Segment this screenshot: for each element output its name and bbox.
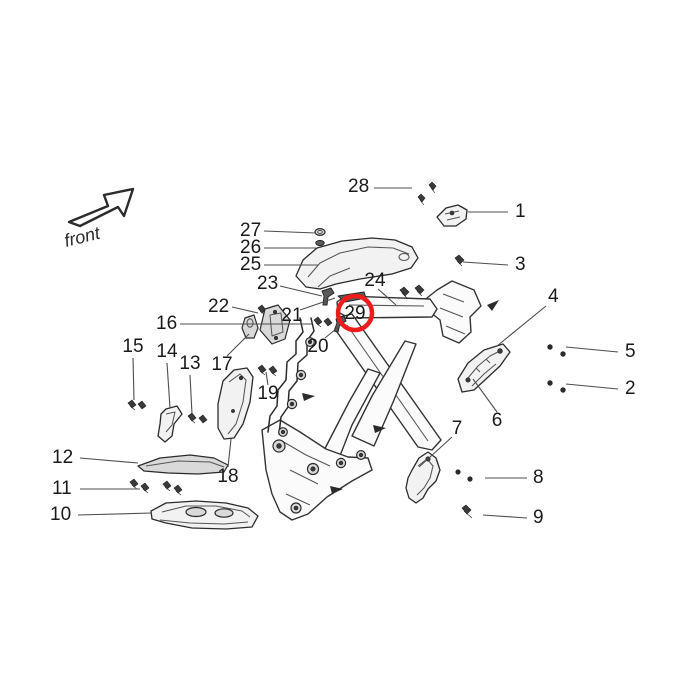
frame-head-tube-detail: [439, 293, 466, 335]
callout-label-27: 27: [240, 220, 261, 241]
callout-label-17: 17: [211, 354, 232, 375]
leader-line-15: [132, 357, 135, 401]
part-12-trim-strip: [137, 454, 229, 475]
front-label: front: [62, 223, 103, 251]
part-3-bolt: [454, 254, 465, 267]
part-11-bolts: [129, 478, 183, 496]
part-8-bolts: [455, 469, 473, 482]
callout-label-11: 11: [52, 478, 72, 499]
leader-line-3: [462, 261, 509, 266]
callout-label-15: 15: [122, 336, 143, 357]
callout-label-25: 25: [240, 254, 261, 275]
callout-label-8: 8: [533, 467, 544, 488]
callout-label-20: 20: [307, 336, 328, 357]
callout-label-22: 22: [208, 296, 229, 317]
leader-line-10: [77, 512, 153, 516]
leader-line-27: [263, 230, 317, 234]
leader-line-19: [265, 371, 269, 386]
frame-assembly: [261, 280, 499, 521]
highlight-label-29: 29: [344, 303, 365, 324]
highlight-circle-29: [335, 293, 375, 333]
part-25-cover: [295, 237, 419, 290]
frame-left-rail: [267, 317, 304, 433]
part-18-guard-panel: [217, 367, 254, 440]
callout-label-23: 23: [257, 273, 278, 294]
callout-label-14: 14: [156, 341, 178, 362]
leader-line-7: [418, 436, 453, 468]
frame-pivot-bosses: [272, 439, 367, 514]
frame-arrow-marker-3: [487, 300, 499, 311]
leader-line-4: [496, 305, 547, 347]
part-27-washer: [314, 228, 326, 237]
callout-label-4: 4: [548, 286, 559, 307]
frame-top-tube-detail: [348, 304, 425, 307]
part-24-bolts: [399, 284, 425, 299]
leader-line-20: [324, 323, 343, 339]
frame-side-panel: [351, 340, 417, 447]
leader-line-13: [189, 374, 193, 415]
leader-line-5: [565, 346, 619, 353]
leader-line-9: [482, 514, 528, 519]
part-9-bolt: [461, 504, 473, 519]
part-4-6-side-bracket: [457, 343, 511, 393]
callout-label-28: 28: [348, 176, 369, 197]
leader-line-23: [279, 285, 323, 297]
part-5-bolts: [547, 344, 566, 357]
frame-arrow-marker-4: [302, 393, 315, 401]
callout-label-12: 12: [52, 447, 73, 468]
part-15-bolts: [127, 399, 147, 411]
frame-lower-cradle-detail: [281, 440, 331, 506]
part-2-bolts: [547, 380, 566, 393]
callout-label-10: 10: [50, 504, 71, 525]
part-7-foot-bracket: [405, 451, 441, 504]
leader-line-24: [377, 288, 397, 306]
leader-line-14: [166, 362, 171, 409]
part-16-bolts: [313, 316, 333, 328]
part-14-bracket: [157, 405, 183, 443]
callout-label-13: 13: [179, 353, 200, 374]
part-17-mount-block: [241, 314, 259, 339]
part-19-bolts: [257, 364, 278, 377]
callout-label-26: 26: [240, 237, 261, 258]
leader-line-2: [565, 383, 619, 390]
leader-line-6: [472, 378, 498, 413]
frame-arrow-marker-1: [373, 425, 386, 433]
callout-label-19: 19: [257, 383, 278, 404]
part-28-bolts: [417, 181, 437, 206]
part-23-screw: [321, 287, 335, 306]
leader-line-12: [79, 457, 139, 464]
callout-label-18: 18: [217, 466, 238, 487]
part-10-cross-member: [150, 500, 259, 530]
leader-line-17: [226, 333, 250, 357]
arrow-up-right-icon: [67, 187, 135, 228]
callout-label-1: 1: [515, 201, 526, 222]
callout-label-5: 5: [625, 341, 636, 362]
front-orientation-marker: front: [62, 187, 135, 251]
part-13-bolts: [187, 412, 208, 424]
leader-line-21: [299, 297, 336, 311]
callout-label-2: 2: [625, 378, 636, 399]
callout-label-21: 21: [281, 305, 302, 326]
callout-label-16: 16: [156, 313, 177, 334]
callout-label-24: 24: [364, 270, 386, 291]
frame-arrow-marker-2: [330, 486, 343, 494]
part-1-bracket: [436, 204, 468, 227]
leader-line-22: [231, 306, 259, 314]
callout-label-7: 7: [452, 418, 463, 439]
callout-label-6: 6: [492, 410, 503, 431]
callout-label-9: 9: [533, 507, 544, 528]
callout-label-3: 3: [515, 254, 526, 275]
leader-lines-group: [77, 187, 619, 519]
leader-line-18: [227, 438, 232, 468]
